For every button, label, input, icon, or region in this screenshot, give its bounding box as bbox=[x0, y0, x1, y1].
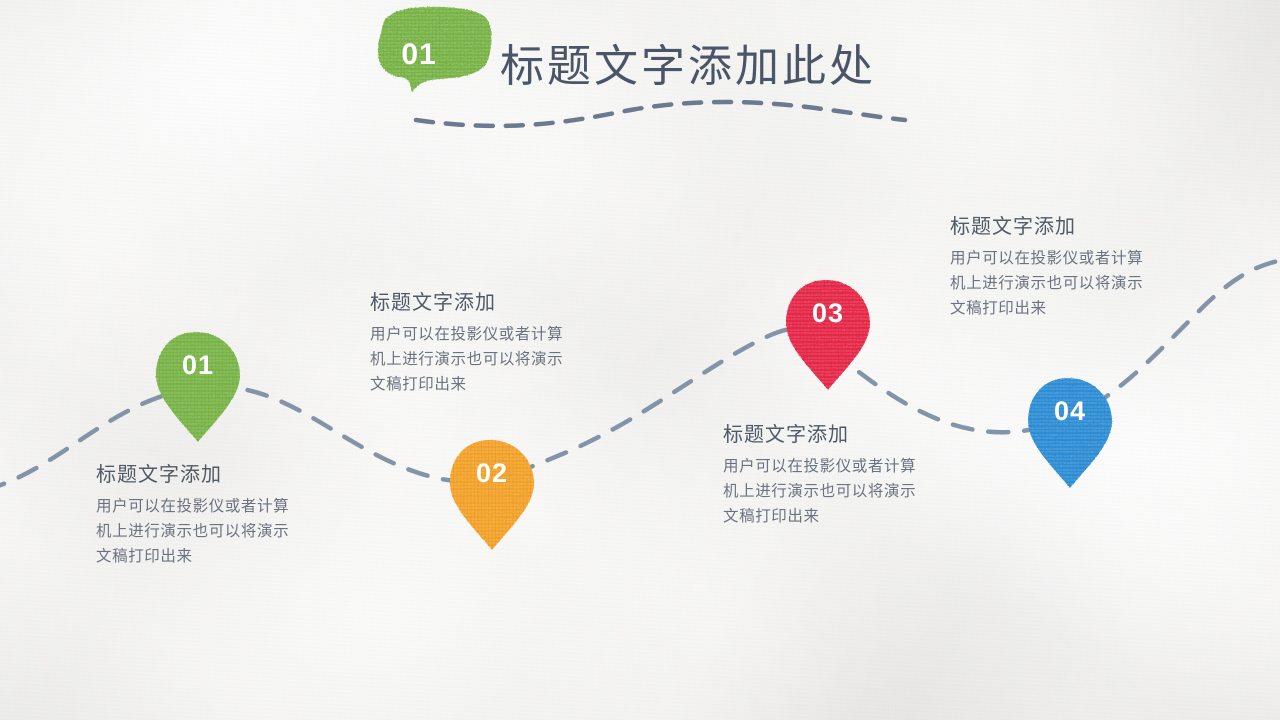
header-badge-number: 01 bbox=[401, 38, 437, 71]
item-body-03: 用户可以在投影仪或者计算机上进行演示也可以将演示文稿打印出来 bbox=[723, 458, 917, 525]
pin-shape-01 bbox=[156, 332, 240, 442]
page-title: 标题文字添加此处 bbox=[500, 42, 876, 91]
pin-number-02: 02 bbox=[475, 458, 509, 488]
item-heading-04: 标题文字添加 bbox=[950, 216, 1076, 238]
item-heading-03: 标题文字添加 bbox=[723, 424, 849, 446]
header-badge: 01 bbox=[370, 22, 478, 108]
item-block-04: 标题文字添加 用户可以在投影仪或者计算机上进行演示也可以将演示文稿打印出来 bbox=[950, 210, 1210, 321]
item-heading-02: 标题文字添加 bbox=[370, 292, 496, 314]
item-heading-01: 标题文字添加 bbox=[96, 464, 222, 486]
pin-number-04: 04 bbox=[1053, 396, 1087, 426]
item-body-01: 用户可以在投影仪或者计算机上进行演示也可以将演示文稿打印出来 bbox=[96, 498, 290, 565]
pin-shape-02 bbox=[450, 440, 534, 550]
pin-marker-03[interactable]: 03 bbox=[785, 278, 871, 390]
pin-marker-02[interactable]: 02 bbox=[449, 438, 535, 550]
item-block-03: 标题文字添加 用户可以在投影仪或者计算机上进行演示也可以将演示文稿打印出来 bbox=[723, 418, 983, 529]
pin-marker-01[interactable]: 01 bbox=[155, 330, 241, 442]
item-block-01: 标题文字添加 用户可以在投影仪或者计算机上进行演示也可以将演示文稿打印出来 bbox=[96, 458, 356, 569]
pin-number-03: 03 bbox=[811, 298, 845, 328]
slide-header: 01 标题文字添加此处 bbox=[370, 22, 876, 108]
item-body-02: 用户可以在投影仪或者计算机上进行演示也可以将演示文稿打印出来 bbox=[370, 326, 564, 393]
pin-shape-03 bbox=[786, 280, 870, 390]
item-block-02: 标题文字添加 用户可以在投影仪或者计算机上进行演示也可以将演示文稿打印出来 bbox=[370, 286, 630, 397]
header-badge-shape bbox=[378, 6, 492, 93]
pin-number-01: 01 bbox=[181, 350, 215, 380]
header-dashed-squiggle bbox=[413, 99, 908, 129]
item-body-04: 用户可以在投影仪或者计算机上进行演示也可以将演示文稿打印出来 bbox=[950, 250, 1144, 317]
pin-marker-04[interactable]: 04 bbox=[1027, 376, 1113, 488]
pin-shape-04 bbox=[1028, 378, 1112, 488]
